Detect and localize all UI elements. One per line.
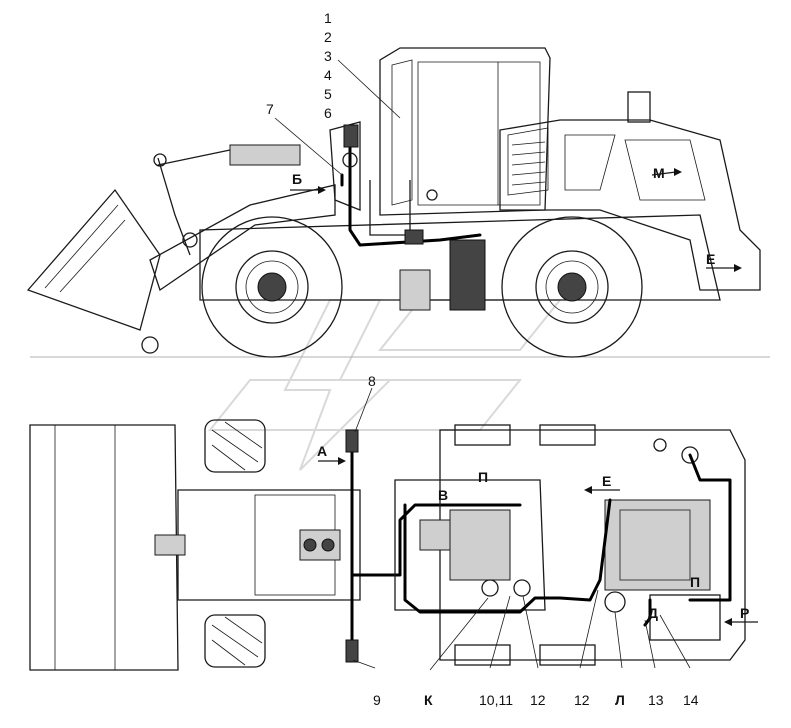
view-letter-l: Л <box>615 692 625 708</box>
callout-1: 1 <box>324 10 332 26</box>
callout-3: 3 <box>324 48 332 64</box>
callout-13: 13 <box>648 692 664 708</box>
top-view <box>29 387 758 671</box>
callout-4: 4 <box>324 67 332 83</box>
callout-2: 2 <box>324 29 332 45</box>
callout-14: 14 <box>683 692 699 708</box>
view-letter-v: В <box>438 487 448 503</box>
callout-7: 7 <box>266 101 274 117</box>
view-letter-d: Д <box>648 605 658 621</box>
callout-9: 9 <box>373 692 381 708</box>
view-letter-m: М <box>653 165 665 181</box>
view-letter-k: К <box>424 692 433 708</box>
view-letter-a: А <box>317 443 327 459</box>
callout-12-left: 12 <box>530 692 546 708</box>
callout-6: 6 <box>324 105 332 121</box>
callout-10-11: 10,11 <box>479 692 513 708</box>
view-letter-e-top: Е <box>602 473 611 489</box>
callout-5: 5 <box>324 86 332 102</box>
view-letter-p-top: П <box>478 469 488 485</box>
callout-8: 8 <box>368 373 376 389</box>
side-view <box>26 47 761 358</box>
view-letter-r: Р <box>740 605 749 621</box>
view-letter-e-side: Е <box>706 251 715 267</box>
view-letter-p-right: П <box>690 574 700 590</box>
view-letter-b: Б <box>292 171 302 187</box>
callout-12-right: 12 <box>574 692 590 708</box>
